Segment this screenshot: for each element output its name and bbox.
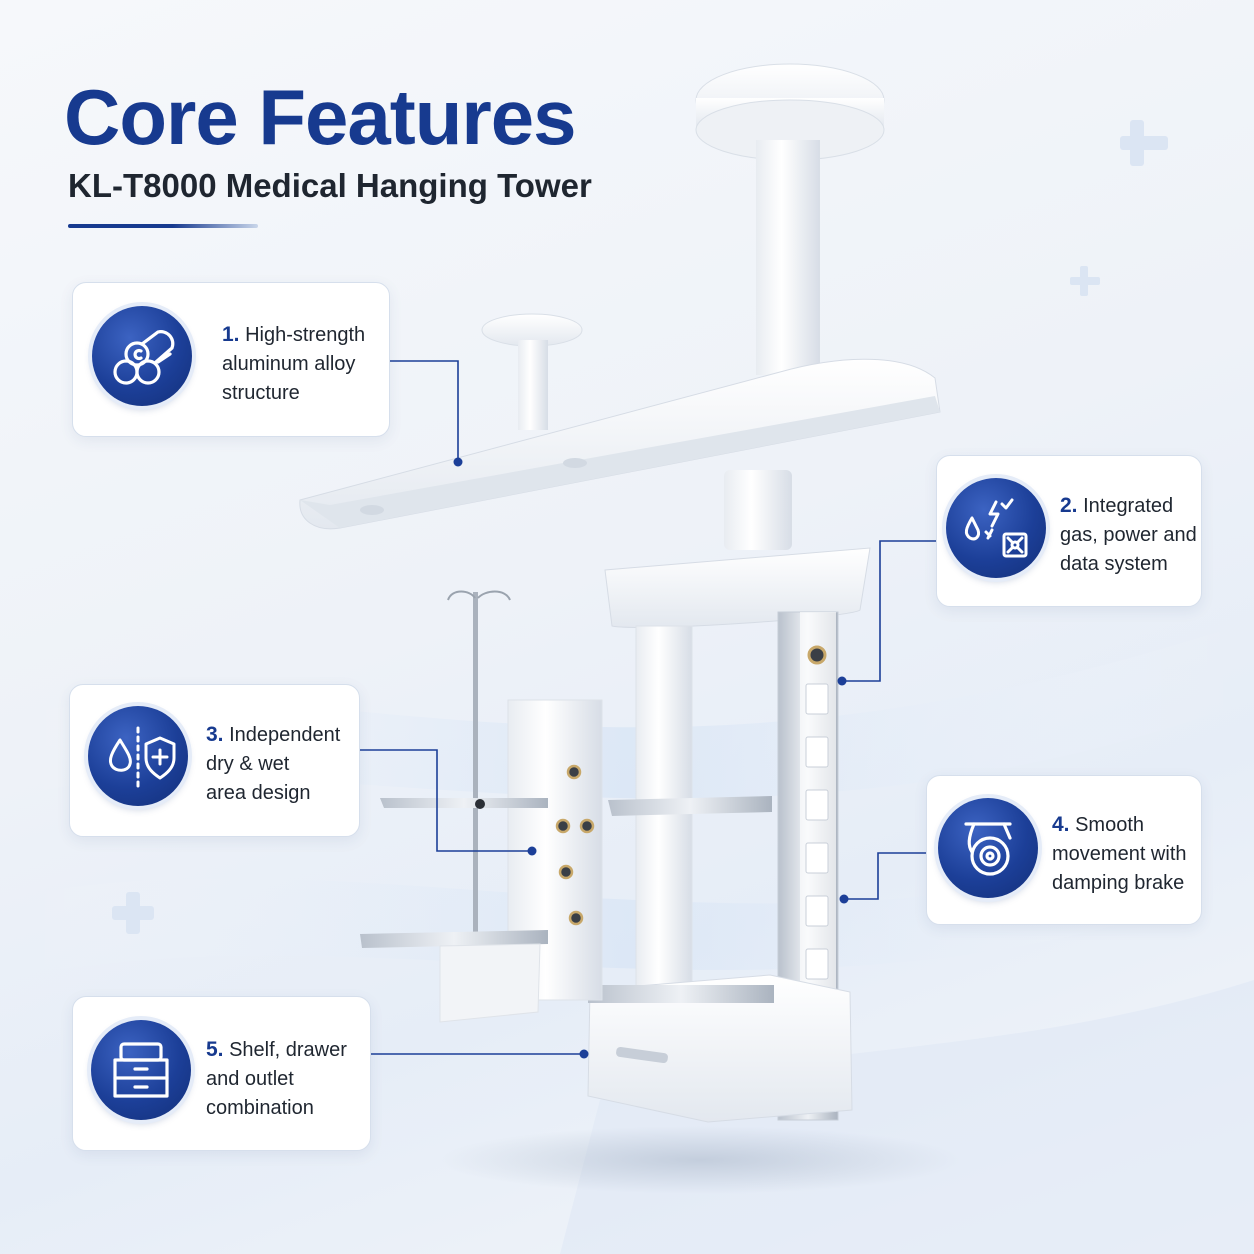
feature-text-3: 3. Independent dry & wet area design [206,720,340,808]
feature-line-2b: gas, power and [1060,524,1197,546]
feature-text-2: 2. Integrated gas, power and data system [1060,491,1197,579]
gas-power-data-icon [946,478,1046,578]
feature-line-3b: dry & wet [206,753,290,775]
feature-text-5: 5. Shelf, drawer and outlet combination [206,1035,347,1123]
feature-line-4c: damping brake [1052,872,1185,894]
feature-line-1a: High-strength [245,324,366,346]
page-title: Core Features [64,73,577,161]
aluminum-profile-icon [92,306,192,406]
title-underline [68,224,258,228]
caster-wheel-icon [938,798,1038,898]
plus-decoration-icon [112,120,1168,934]
feature-line-5c: combination [206,1097,314,1119]
feature-line-5b: and outlet [206,1068,294,1090]
feature-line-2c: data system [1060,553,1168,575]
feature-number-2: 2. [1060,494,1078,517]
feature-number-4: 4. [1052,813,1070,836]
feature-line-2a: Integrated [1083,495,1174,517]
feature-line-3c: area design [206,782,311,804]
drawer-cabinet-icon [91,1020,191,1120]
dry-wet-shield-icon [88,706,188,806]
feature-line-5a: Shelf, drawer [229,1039,347,1061]
page-subtitle: KL-T8000 Medical Hanging Tower [68,167,592,204]
feature-line-1b: aluminum alloy [222,353,356,375]
feature-line-4a: Smooth [1075,814,1145,836]
feature-line-3a: Independent [229,724,341,746]
feature-line-1c: structure [222,382,300,404]
feature-line-4b: movement with [1052,843,1187,865]
feature-number-1: 1. [222,323,240,346]
feature-number-3: 3. [206,723,224,746]
feature-text-1: 1. High-strength aluminum alloy structur… [222,320,365,408]
feature-number-5: 5. [206,1038,224,1061]
feature-text-4: 4. Smooth movement with damping brake [1052,810,1187,898]
